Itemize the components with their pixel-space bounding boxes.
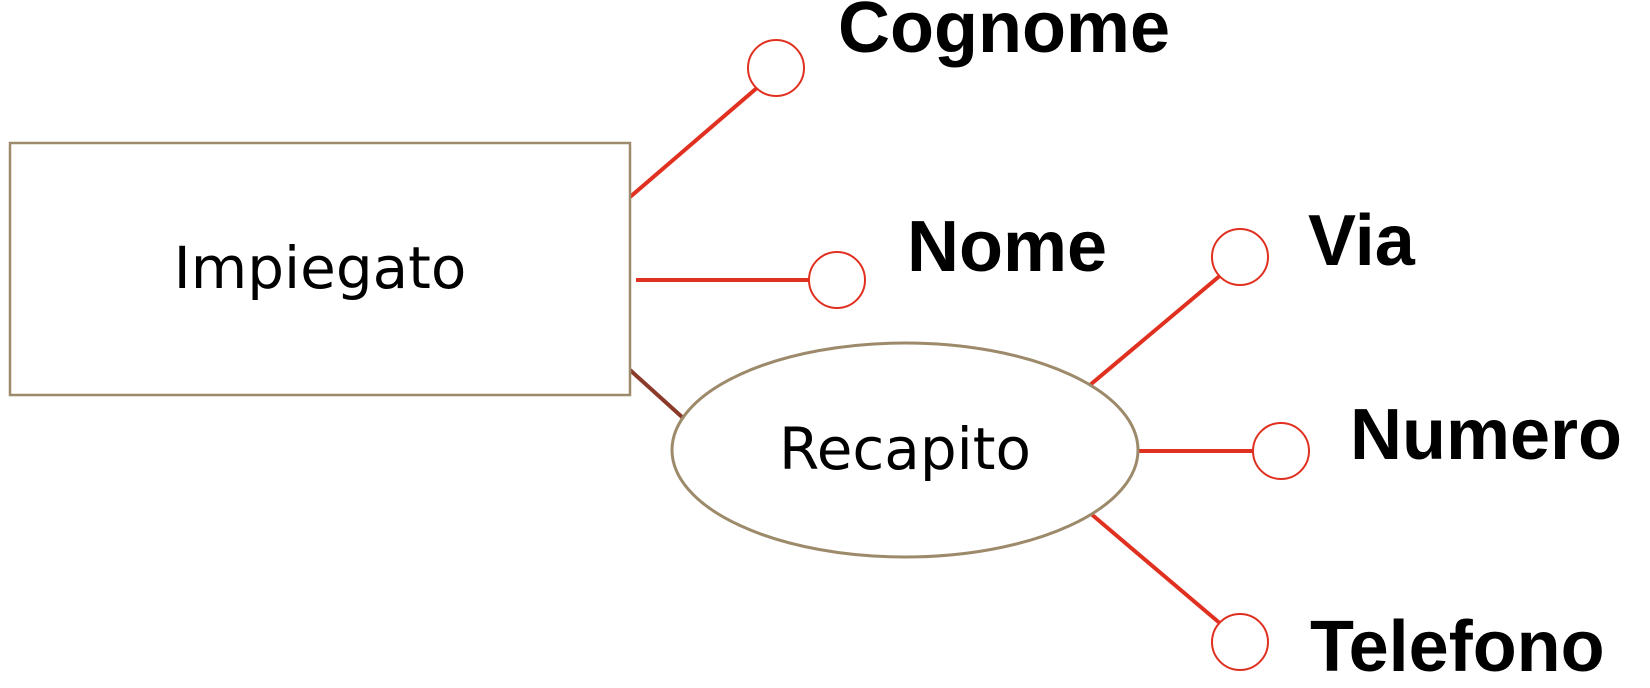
- composite-attribute-ellipse: [670, 341, 1140, 559]
- attribute-label-nome: Nome: [907, 207, 1107, 287]
- edge-recapito-telefono: [1088, 511, 1224, 627]
- composite-attribute-label: Recapito: [779, 415, 1031, 483]
- attribute-circle-nome: [808, 251, 866, 309]
- attribute-label-cognome: Cognome: [838, 0, 1170, 68]
- attribute-circle-cognome: [747, 39, 805, 97]
- attribute-label-numero: Numero: [1350, 395, 1622, 475]
- entity-label: Impiegato: [174, 234, 467, 302]
- edge-impiegato-recapito: [628, 368, 684, 419]
- attribute-circle-via: [1211, 228, 1269, 286]
- edge-recapito-via: [1088, 272, 1224, 387]
- edge-impiegato-cognome: [628, 85, 760, 199]
- attribute-circle-numero: [1252, 422, 1310, 480]
- attribute-label-telefono: Telefono: [1310, 607, 1605, 687]
- attribute-label-via: Via: [1308, 201, 1416, 281]
- attribute-circle-telefono: [1211, 613, 1269, 671]
- entity-box-impiegato: [8, 141, 632, 397]
